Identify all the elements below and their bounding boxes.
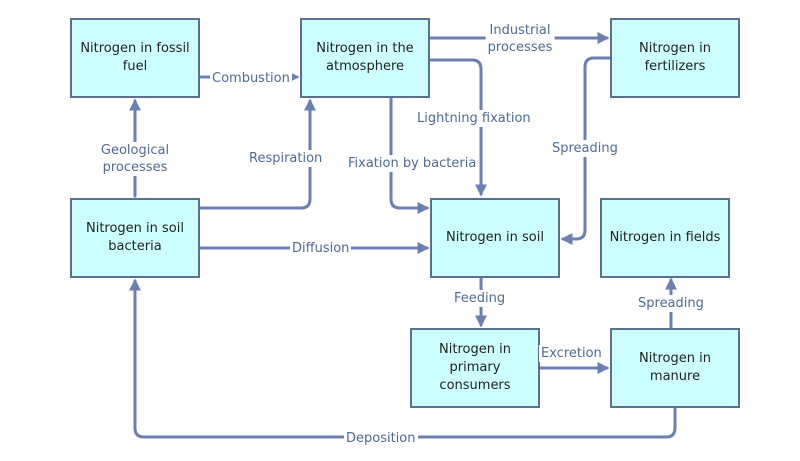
label-feeding: Feeding: [452, 290, 508, 307]
label-fixation-by-bacteria: Fixation by bacteria: [346, 155, 479, 172]
node-manure: Nitrogen in manure: [610, 328, 740, 408]
node-fossil-fuel: Nitrogen in fossil fuel: [70, 18, 200, 98]
label-industrial-processes: Industrial processes: [485, 22, 555, 56]
label-deposition: Deposition: [344, 430, 418, 447]
node-fertilizers: Nitrogen in fertilizers: [610, 18, 740, 98]
node-fields: Nitrogen in fields: [600, 198, 730, 278]
label-industrial-line2: processes: [487, 40, 553, 55]
node-primary-consumers: Nitrogen in primary consumers: [410, 328, 540, 408]
label-industrial-line1: Industrial: [489, 23, 551, 38]
arrow-lightning-fixation: [429, 58, 487, 197]
label-spreading-fields: Spreading: [636, 295, 706, 312]
node-atmosphere: Nitrogen in the atmosphere: [300, 18, 430, 98]
node-soil: Nitrogen in soil: [430, 198, 560, 278]
label-geological-processes: Geological processes: [98, 142, 172, 176]
arrow-fixation-by-bacteria: [389, 96, 430, 214]
label-diffusion: Diffusion: [290, 240, 352, 257]
label-geological-line1: Geological: [100, 143, 170, 158]
label-spreading-fertilizers: Spreading: [550, 140, 620, 157]
label-respiration: Respiration: [247, 150, 325, 167]
label-excretion: Excretion: [539, 345, 604, 362]
node-soil-bacteria: Nitrogen in soil bacteria: [70, 198, 200, 278]
label-combustion: Combustion: [210, 70, 292, 87]
label-lightning-fixation: Lightning fixation: [415, 110, 533, 127]
label-geological-line2: processes: [102, 160, 168, 175]
arrow-respiration: [199, 98, 316, 210]
